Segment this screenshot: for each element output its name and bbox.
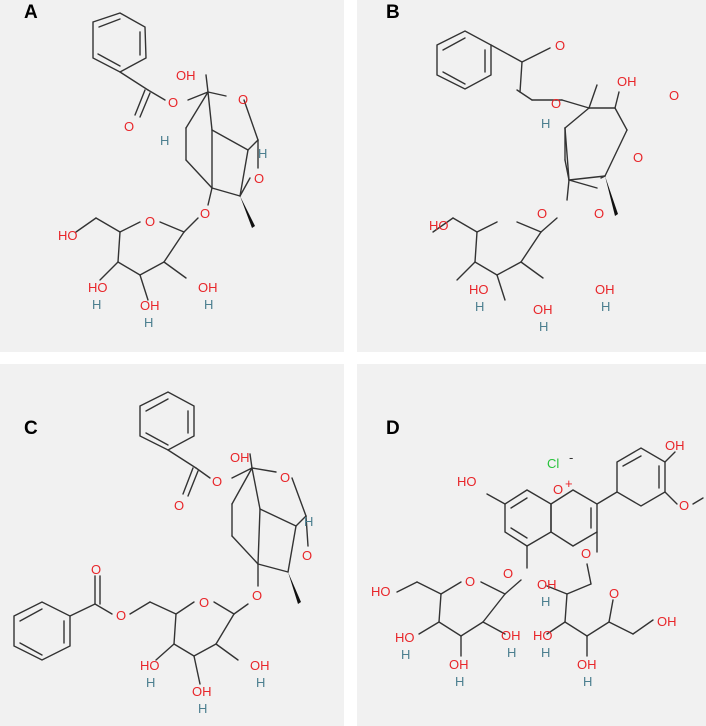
atom-h: H bbox=[146, 675, 155, 690]
atom-h: H bbox=[204, 297, 213, 312]
structure-c: OH O O O O H O O O O HO H OH H OH H bbox=[13, 391, 313, 716]
charge-minus: - bbox=[569, 450, 573, 465]
atom-oh: OH bbox=[595, 282, 615, 297]
atom-o: O bbox=[91, 562, 101, 577]
panel-label-a: A bbox=[24, 2, 38, 23]
panel-d: D Cl - O + bbox=[357, 364, 706, 726]
atom-h: H bbox=[541, 116, 550, 131]
atom-ho: HO bbox=[395, 630, 415, 645]
panel-label-b: B bbox=[386, 2, 400, 23]
atom-ho: HO bbox=[457, 474, 477, 489]
atom-oh: OH bbox=[533, 302, 553, 317]
structure-d: Cl - O + bbox=[371, 438, 704, 689]
panel-a: A O bbox=[0, 0, 344, 352]
panel-c: C bbox=[0, 364, 344, 726]
atom-h: H bbox=[541, 594, 550, 609]
atom-o: O bbox=[503, 566, 513, 581]
atom-o: O bbox=[212, 474, 222, 489]
atom-o: O bbox=[302, 548, 312, 563]
atom-h: H bbox=[455, 674, 464, 689]
atom-h: H bbox=[475, 299, 484, 314]
atom-h: H bbox=[198, 701, 207, 716]
atom-oh: OH bbox=[577, 657, 597, 672]
atom-o: O bbox=[555, 38, 565, 53]
atom-oh: OH bbox=[198, 280, 218, 295]
atom-oh: OH bbox=[140, 298, 160, 313]
atom-h: H bbox=[304, 514, 313, 529]
atom-o: O bbox=[594, 206, 604, 221]
atom-oh: OH bbox=[230, 450, 250, 465]
atom-ho: HO bbox=[88, 280, 108, 295]
atom-h: H bbox=[256, 675, 265, 690]
atom-ho: HO bbox=[371, 584, 391, 599]
atom-h: H bbox=[401, 647, 410, 662]
atom-oh: OH bbox=[665, 438, 685, 453]
atom-o: O bbox=[537, 206, 547, 221]
atom-oh: OH bbox=[537, 577, 557, 592]
atom-oh: OH bbox=[250, 658, 270, 673]
atom-ho: HO bbox=[429, 218, 449, 233]
charge-plus: + bbox=[565, 476, 573, 491]
atom-o: O bbox=[199, 595, 209, 610]
atom-h: H bbox=[258, 146, 267, 161]
atom-oh: OH bbox=[192, 684, 212, 699]
atom-ho: HO bbox=[533, 628, 553, 643]
atom-o: O bbox=[168, 95, 178, 110]
atom-h: H bbox=[539, 319, 548, 334]
atom-o: O bbox=[254, 171, 264, 186]
atom-h: H bbox=[144, 315, 153, 330]
atom-oh: OH bbox=[176, 68, 196, 83]
atom-ho: HO bbox=[469, 282, 489, 297]
atom-o: O bbox=[116, 608, 126, 623]
atom-o: O bbox=[124, 119, 134, 134]
atom-h: H bbox=[541, 645, 550, 660]
panel-b: B O O bbox=[357, 0, 706, 352]
structure-b: O O OH O O H O O HO HO H OH H OH H bbox=[429, 30, 679, 334]
atom-oh: OH bbox=[449, 657, 469, 672]
atom-o-plus: O bbox=[553, 482, 563, 497]
panel-label-d: D bbox=[386, 418, 400, 439]
atom-h: H bbox=[160, 133, 169, 148]
atom-o: O bbox=[669, 88, 679, 103]
atom-oh: OH bbox=[657, 614, 677, 629]
atom-o: O bbox=[633, 150, 643, 165]
structure-a: OH O O O O H H O O HO HO H OH H OH H bbox=[58, 12, 267, 330]
atom-oh: OH bbox=[617, 74, 637, 89]
atom-h: H bbox=[583, 674, 592, 689]
atom-h: H bbox=[601, 299, 610, 314]
atom-o: O bbox=[581, 546, 591, 561]
atom-o: O bbox=[200, 206, 210, 221]
atom-h: H bbox=[507, 645, 516, 660]
atom-o: O bbox=[238, 92, 248, 107]
atom-o: O bbox=[609, 586, 619, 601]
atom-ho: HO bbox=[58, 228, 78, 243]
atom-o: O bbox=[252, 588, 262, 603]
atom-o: O bbox=[551, 96, 561, 111]
atom-oh: OH bbox=[501, 628, 521, 643]
atom-o: O bbox=[465, 574, 475, 589]
atom-o: O bbox=[679, 498, 689, 513]
atom-o: O bbox=[145, 214, 155, 229]
atom-o: O bbox=[280, 470, 290, 485]
atom-cl: Cl bbox=[547, 456, 559, 471]
atom-o: O bbox=[174, 498, 184, 513]
panel-label-c: C bbox=[24, 418, 38, 439]
atom-ho: HO bbox=[140, 658, 160, 673]
atom-h: H bbox=[92, 297, 101, 312]
